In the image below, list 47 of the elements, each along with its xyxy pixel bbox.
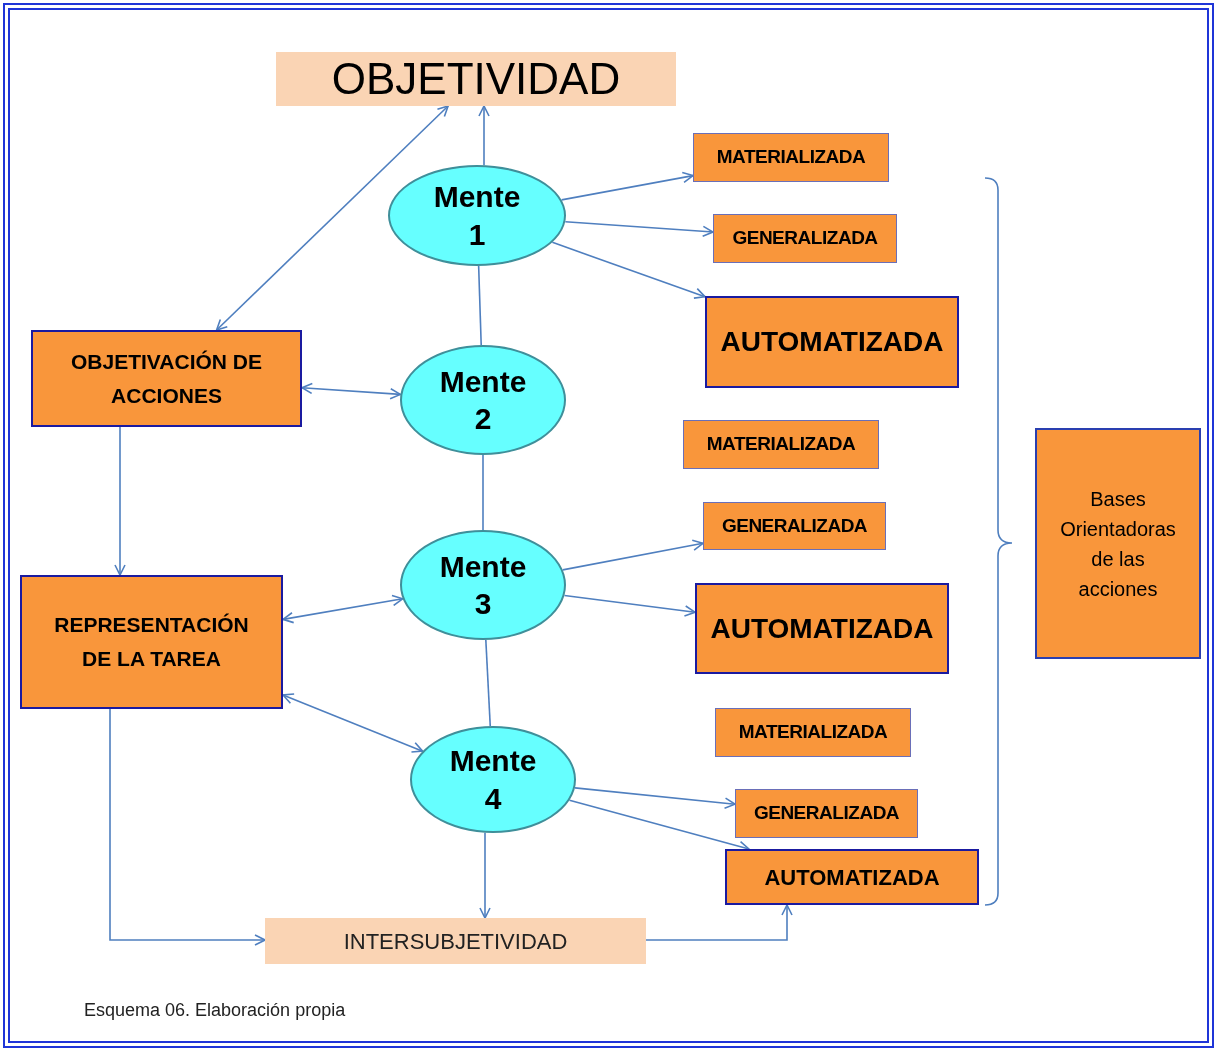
- node-label: Mente 3: [439, 548, 527, 622]
- node-label: AUTOMATIZADA: [720, 325, 944, 359]
- concept-box: [265, 918, 646, 964]
- connector-arrow: [645, 904, 793, 941]
- node-label: MATERIALIZADA: [706, 432, 856, 457]
- connector-arrow: [282, 594, 404, 624]
- caption: Esquema 06. Elaboración propia: [84, 999, 346, 1022]
- type-box: [703, 502, 886, 550]
- type-box: [695, 583, 949, 674]
- node-label: GENERALIZADA: [732, 226, 878, 251]
- type-box: [713, 214, 897, 263]
- node-label: REPRESENTACIÓN DE LA TAREA: [53, 612, 250, 672]
- type-box: [735, 789, 918, 838]
- node-label: Bases Orientadoras de las acciones: [1059, 486, 1177, 602]
- connector-arrow: [479, 831, 491, 919]
- connector-arrow: [562, 539, 704, 571]
- type-box: [683, 420, 879, 469]
- connector-arrow: [563, 594, 696, 617]
- node-label: Mente 2: [439, 363, 527, 437]
- type-box: [725, 849, 979, 905]
- node-label: Mente 1: [433, 179, 521, 253]
- connector-arrow: [114, 426, 126, 576]
- concept-box: [276, 52, 676, 106]
- connector-arrow: [282, 693, 424, 753]
- type-box: [693, 133, 889, 182]
- node-label: INTERSUBJETIVIDAD: [343, 927, 568, 956]
- node-label: OBJETIVACIÓN DE ACCIONES: [70, 348, 263, 409]
- node-label: GENERALIZADA: [753, 801, 900, 826]
- process-box: [31, 330, 302, 427]
- summary-box: [1035, 428, 1201, 659]
- node-label: MATERIALIZADA: [716, 145, 866, 170]
- node-label: MATERIALIZADA: [738, 720, 888, 745]
- type-box: [715, 708, 911, 757]
- connector-arrow: [574, 787, 736, 809]
- connector-arrow: [109, 708, 266, 946]
- process-box: [20, 575, 283, 709]
- connector-arrow: [478, 105, 490, 166]
- type-box: [705, 296, 959, 388]
- connector-arrow: [301, 382, 402, 400]
- node-label: GENERALIZADA: [721, 513, 868, 538]
- connector-arrow: [215, 105, 449, 331]
- connector-arrow: [551, 241, 706, 299]
- node-label: Mente 4: [449, 743, 537, 817]
- node-label: AUTOMATIZADA: [764, 863, 940, 892]
- connector-arrow: [564, 220, 714, 238]
- node-label: AUTOMATIZADA: [710, 611, 934, 646]
- node-label: OBJETIVIDAD: [331, 57, 621, 101]
